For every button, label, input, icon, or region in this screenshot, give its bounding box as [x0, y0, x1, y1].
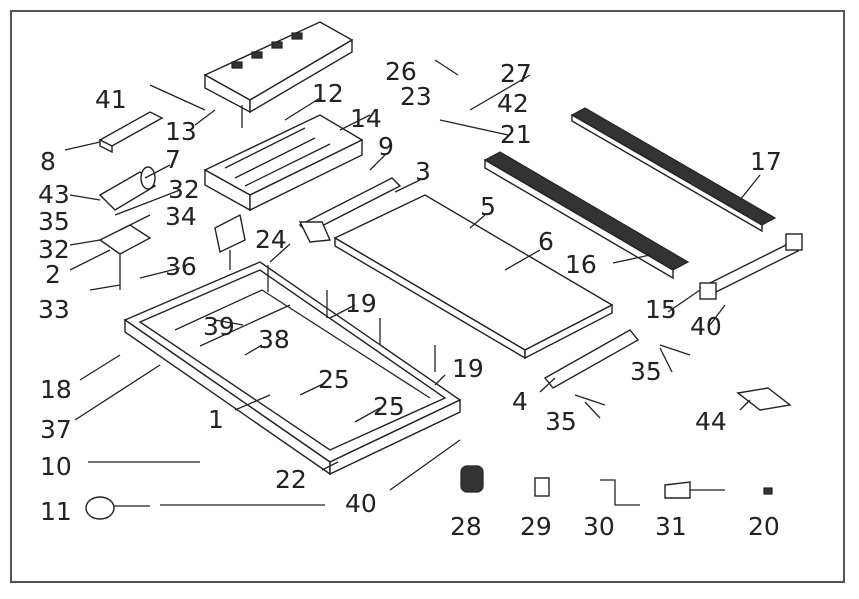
callout-label: 18 [40, 375, 72, 404]
callout-label: 1 [208, 405, 224, 434]
callout-label: 19 [452, 354, 484, 383]
callout-label: 12 [312, 79, 344, 108]
callout-label: 28 [450, 512, 482, 541]
callout-label: 10 [40, 452, 72, 481]
callout-label: 38 [258, 325, 290, 354]
callout-label: 30 [583, 512, 615, 541]
callout-label: 34 [165, 202, 197, 231]
callout-label: 24 [255, 225, 287, 254]
callout-label: 2 [45, 260, 61, 289]
callout-label: 17 [750, 147, 782, 176]
callout-label: 32 [38, 235, 70, 264]
callout-label: 40 [345, 489, 377, 518]
callout-label: 3 [415, 157, 431, 186]
callout-label: 19 [345, 289, 377, 318]
motor-mount-part-2 [98, 224, 152, 290]
callout-label: 35 [38, 207, 70, 236]
callout-label: 40 [690, 312, 722, 341]
rear-roller-part-40 [698, 233, 803, 300]
front-roller-part-3 [298, 177, 402, 243]
small-parts [460, 387, 792, 506]
callout-label: 27 [500, 59, 532, 88]
main-frame-part-1 [123, 261, 462, 476]
callout-label: 25 [318, 365, 350, 394]
callout-label: 36 [165, 252, 197, 281]
callout-label: 35 [630, 357, 662, 386]
callout-label: 26 [385, 57, 417, 86]
callout-label: 32 [168, 175, 200, 204]
callout-label: 44 [695, 407, 727, 436]
callout-label: 22 [275, 465, 307, 494]
callout-label: 11 [40, 497, 72, 526]
front-roller-part-4 [543, 329, 640, 389]
callout-label: 6 [538, 227, 554, 256]
callout-label: 20 [748, 512, 780, 541]
callout-label: 23 [400, 82, 432, 111]
callout-label: 37 [40, 415, 72, 444]
callout-label: 25 [373, 392, 405, 421]
callout-label: 5 [480, 192, 496, 221]
callout-label: 43 [38, 180, 70, 209]
callout-label: 15 [645, 295, 677, 324]
callout-label: 9 [378, 132, 394, 161]
bolts [267, 265, 691, 406]
callout-label: 7 [165, 145, 181, 174]
callout-label: 4 [512, 387, 528, 416]
control-panel-part [203, 21, 354, 128]
leader-lines [64, 59, 761, 491]
motor-part-7 [98, 166, 157, 211]
part-8-bracket [98, 111, 164, 154]
callout-label: 13 [165, 117, 197, 146]
callout-label: 33 [38, 295, 70, 324]
callout-label: 39 [203, 312, 235, 341]
callout-labels: 41 13 12 14 26 23 27 42 21 17 8 7 43 32 … [38, 57, 782, 541]
deck-board-part-6 [333, 194, 614, 360]
side-rail-part-17 [570, 107, 777, 233]
diagram-frame [10, 10, 845, 583]
callout-label: 41 [95, 85, 127, 114]
callout-label: 42 [497, 89, 529, 118]
cables-part-10-11 [85, 461, 325, 520]
housing-part-14 [203, 114, 364, 212]
callout-label: 8 [40, 147, 56, 176]
callout-label: 14 [350, 104, 382, 133]
callout-label: 29 [520, 512, 552, 541]
callout-label: 21 [500, 120, 532, 149]
side-rail-part-16 [483, 151, 690, 280]
callout-label: 35 [545, 407, 577, 436]
callout-label: 31 [655, 512, 687, 541]
upright-bracket [214, 213, 246, 270]
callout-label: 16 [565, 250, 597, 279]
